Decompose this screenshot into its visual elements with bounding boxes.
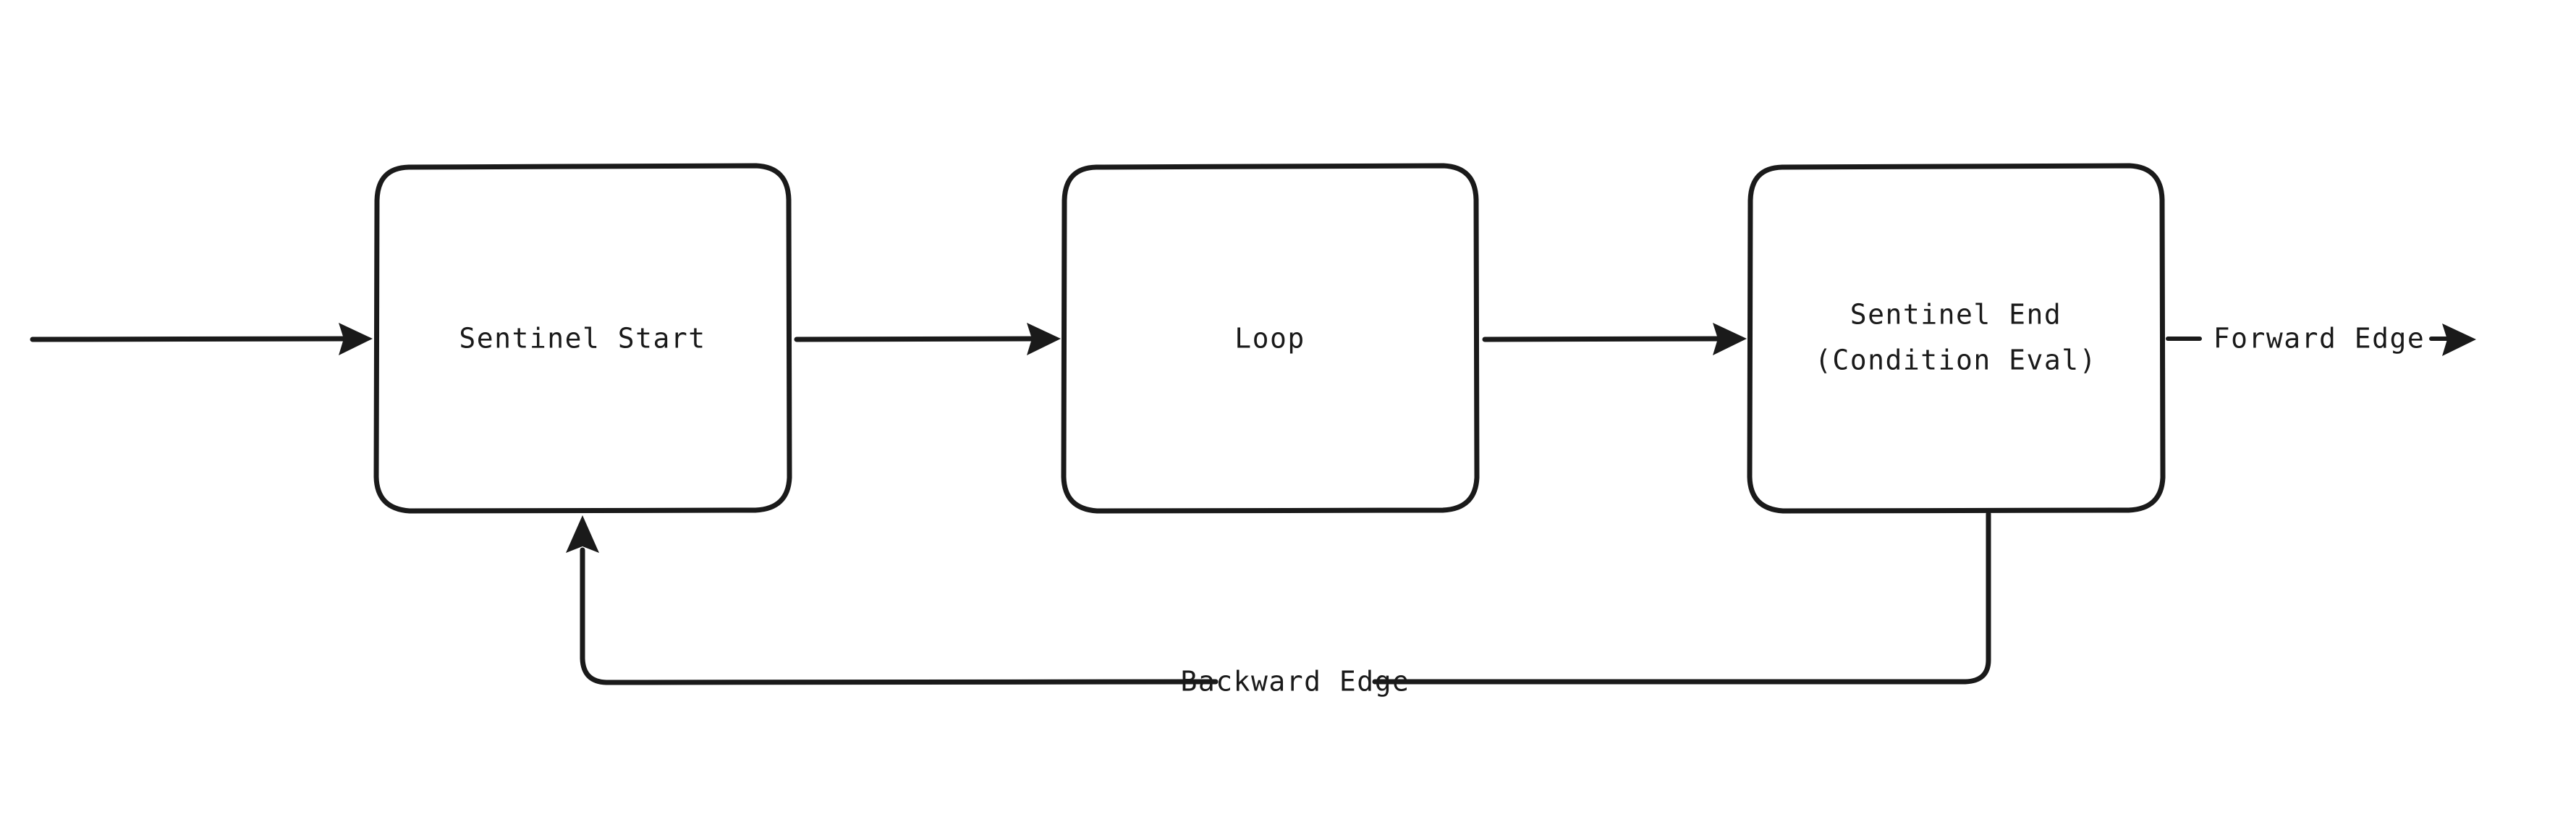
forward-edge-label: Forward Edge [2213, 323, 2425, 355]
edge-start-to-loop [794, 323, 1061, 355]
forward-edge-arrowhead [2442, 323, 2476, 356]
node-sentinel-start[interactable]: Sentinel Start [373, 163, 792, 514]
node-loop-label: Loop [1234, 323, 1305, 355]
node-loop[interactable]: Loop [1061, 163, 1480, 514]
edge-entry [30, 323, 373, 355]
loop-to-end-arrowhead [1713, 323, 1747, 355]
node-sentinel-end-shape [1747, 163, 2166, 514]
backward-edge-left-segment [580, 547, 1219, 685]
edge-backward: Backward Edge [566, 511, 1991, 698]
backward-edge-label: Backward Edge [1181, 666, 1410, 698]
edge-forward: Forward Edge [2166, 323, 2476, 356]
node-sentinel-start-shape [373, 163, 792, 514]
node-sentinel-end-label-line2: (Condition Eval) [1815, 344, 2097, 376]
node-sentinel-start-label: Sentinel Start [459, 323, 706, 355]
entry-edge-arrowhead [339, 323, 373, 355]
node-sentinel-end[interactable]: Sentinel End (Condition Eval) [1747, 163, 2166, 514]
edge-loop-to-end [1482, 323, 1747, 355]
node-sentinel-end-label-line1: Sentinel End [1850, 299, 2062, 331]
node-loop-shape [1061, 163, 1480, 514]
backward-edge-arrowhead [566, 515, 599, 553]
backward-edge-right-segment [1372, 511, 1991, 685]
start-to-loop-arrowhead [1027, 323, 1061, 355]
